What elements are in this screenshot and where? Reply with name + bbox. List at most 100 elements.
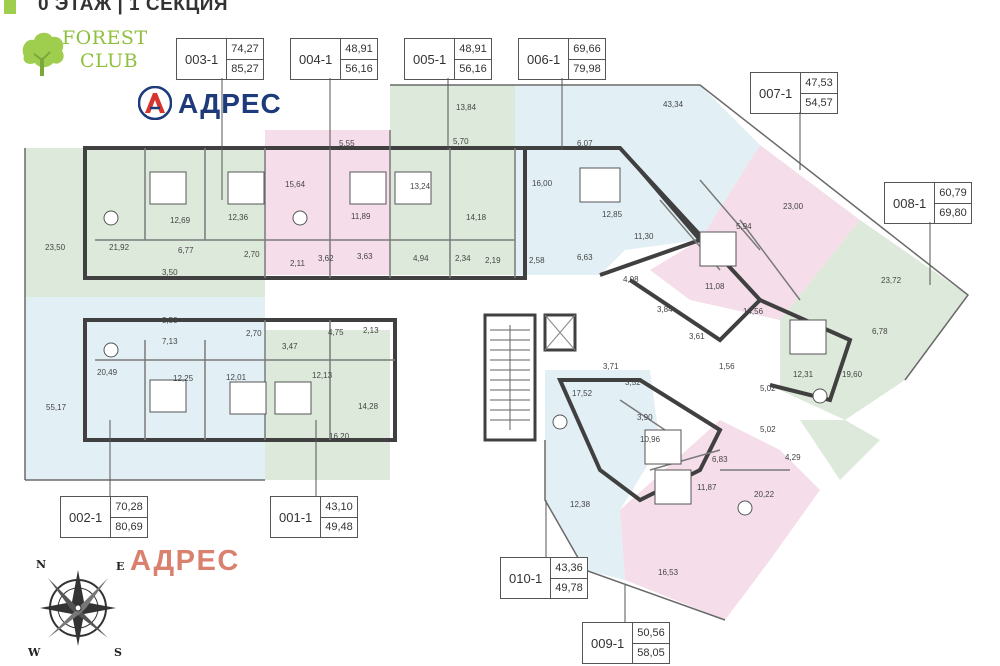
tree-icon [22, 32, 64, 76]
apartment-code: 001-1 [279, 509, 313, 525]
agency-badge-icon [138, 86, 172, 120]
apartment-living-area: 47,53 [801, 73, 837, 94]
apartment-label-001-1[interactable]: 001-1 43,10 49,48 [270, 496, 358, 538]
apartment-total-area: 56,16 [345, 63, 373, 76]
room-area: 16,00 [532, 179, 553, 188]
apartment-label-002-1[interactable]: 002-1 70,28 80,69 [60, 496, 148, 538]
apartment-code: 007-1 [759, 85, 793, 101]
apartment-living-area: 43,36 [551, 558, 587, 579]
room-area: 4,94 [413, 254, 429, 263]
room-area: 17,52 [572, 389, 593, 398]
room-area: 6,78 [872, 327, 888, 336]
apartment-total-area: 58,05 [637, 647, 665, 660]
apartment-total-area: 79,98 [573, 63, 601, 76]
apartment-total-area: 54,57 [805, 97, 833, 110]
apartment-living-area: 43,10 [321, 497, 357, 518]
agency-watermark: АДРЕС [130, 545, 240, 577]
agency-name: АДРЕС [178, 88, 282, 119]
compass-e: E [116, 560, 124, 573]
apartment-label-008-1[interactable]: 008-1 60,79 69,80 [884, 182, 972, 224]
room-area: 6,83 [712, 455, 728, 464]
room-area: 11,08 [705, 282, 725, 291]
balcony-lines [24, 84, 970, 621]
stairwell [483, 313, 537, 442]
floor-section-title: 0 ЭТАЖ | 1 СЕКЦИЯ [38, 0, 229, 15]
room-area: 5,94 [736, 222, 752, 231]
apartment-living-area: 70,28 [111, 497, 147, 518]
page-header: 0 ЭТАЖ | 1 СЕКЦИЯ [0, 0, 300, 20]
room-area: 14,28 [358, 402, 379, 411]
apartment-code: 002-1 [69, 509, 103, 525]
apartment-code: 006-1 [527, 51, 561, 67]
room-area: 6,07 [577, 139, 593, 148]
room-area: 20,49 [97, 368, 118, 377]
room-area: 16,20 [329, 432, 350, 441]
apartment-006-1-zone [515, 85, 760, 275]
compass-w: W [27, 646, 41, 659]
room-area: 21,92 [109, 243, 130, 252]
apartment-008-1-terrace [800, 420, 880, 480]
room-area: 12,13 [312, 371, 333, 380]
room-area: 5,02 [760, 425, 776, 434]
room-area: 2,11 [290, 259, 305, 268]
room-area: 12,01 [226, 373, 247, 382]
room-area: 12,85 [602, 210, 623, 219]
room-area: 16,53 [658, 568, 679, 577]
room-area: 11,89 [351, 212, 371, 221]
apartment-label-009-1[interactable]: 009-1 50,56 58,05 [582, 622, 670, 664]
apartment-004-1-zone [265, 130, 390, 275]
room-area: 3,52 [625, 378, 641, 387]
room-area: 3,63 [357, 252, 373, 261]
room-area: 23,00 [783, 202, 804, 211]
apartment-living-area: 60,79 [935, 183, 971, 204]
room-area: 55,17 [46, 403, 67, 412]
compass-rose-icon: N E S W [27, 558, 124, 659]
apartment-008-1-zone [780, 220, 968, 420]
compass-n: N [36, 558, 46, 571]
room-area: 3,62 [318, 254, 334, 263]
room-area: 2,34 [455, 254, 471, 263]
room-area: 11,87 [697, 483, 717, 492]
apartment-code: 003-1 [185, 51, 219, 67]
room-area: 14,56 [743, 307, 764, 316]
apartment-label-007-1[interactable]: 007-1 47,53 54,57 [750, 72, 838, 114]
apartment-living-area: 50,56 [633, 623, 669, 644]
apartment-total-area: 80,69 [115, 521, 143, 534]
room-area: 3,50 [162, 316, 178, 325]
apartment-living-area: 69,66 [569, 39, 605, 60]
dining-tables [103, 210, 828, 516]
apartment-code: 005-1 [413, 51, 447, 67]
apartment-total-area: 69,80 [939, 207, 967, 220]
room-area: 12,25 [173, 374, 194, 383]
apartment-living-area: 48,91 [341, 39, 377, 60]
room-area: 14,18 [466, 213, 487, 222]
room-area: 12,69 [170, 216, 191, 225]
apartment-total-area: 49,48 [325, 521, 353, 534]
room-area: 15,64 [285, 180, 306, 189]
room-area: 2,19 [485, 256, 501, 265]
apartment-label-006-1[interactable]: 006-1 69,66 79,98 [518, 38, 606, 80]
header-accent-square [4, 0, 16, 14]
apartment-010-1-zone [545, 370, 660, 580]
room-area: 7,13 [162, 337, 178, 346]
room-area: 3,84 [657, 305, 673, 314]
logo-line-club: CLUB [80, 50, 139, 72]
apartment-code: 009-1 [591, 635, 625, 651]
elevators [543, 313, 577, 352]
apartment-label-004-1[interactable]: 004-1 48,91 56,16 [290, 38, 378, 80]
room-area: 13,84 [456, 103, 477, 112]
room-area: 1,56 [719, 362, 735, 371]
apartment-total-area: 49,78 [555, 582, 583, 595]
apartment-code: 004-1 [299, 51, 333, 67]
room-area: 12,36 [228, 213, 249, 222]
room-area: 10,96 [640, 435, 661, 444]
room-area: 12,31 [793, 370, 814, 379]
room-area: 3,71 [603, 362, 619, 371]
apartment-code: 008-1 [893, 195, 927, 211]
